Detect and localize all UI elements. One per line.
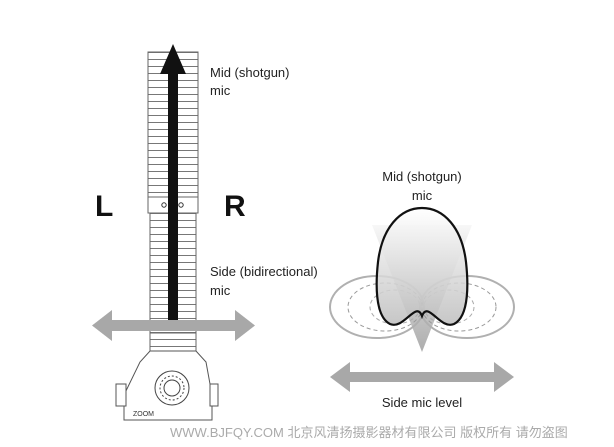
side-lobe-right-reduced [421,282,497,332]
brand-logo: ZOOM [133,411,154,418]
side-mic-label-2: mic [210,283,231,298]
microphone-illustration: ZOOM [115,51,219,421]
side-mic-level-label: Side mic level [382,395,462,410]
left-channel-label: L [95,190,113,223]
watermark: WWW.BJFQY.COM 北京风清扬摄影器材有限公司 版权所有 请勿盗图 [170,425,568,440]
side-direction-arrow [92,310,255,341]
mid-cardioid-pattern [375,206,469,326]
mic-dot [178,202,184,208]
side-mic-label: Side (bidirectional) [210,264,318,279]
mid-direction-arrow [160,44,186,322]
polar-pattern [329,206,515,352]
side-level-arrow [330,362,514,392]
mid-mic-label: Mid (shotgun) [210,65,289,80]
mid-mic-label-2: mic [210,83,231,98]
right-channel-label: R [224,190,246,223]
polar-mid-label: Mid (shotgun) [382,169,461,184]
mic-dot [161,202,167,208]
polar-mid-label-2: mic [412,188,433,203]
